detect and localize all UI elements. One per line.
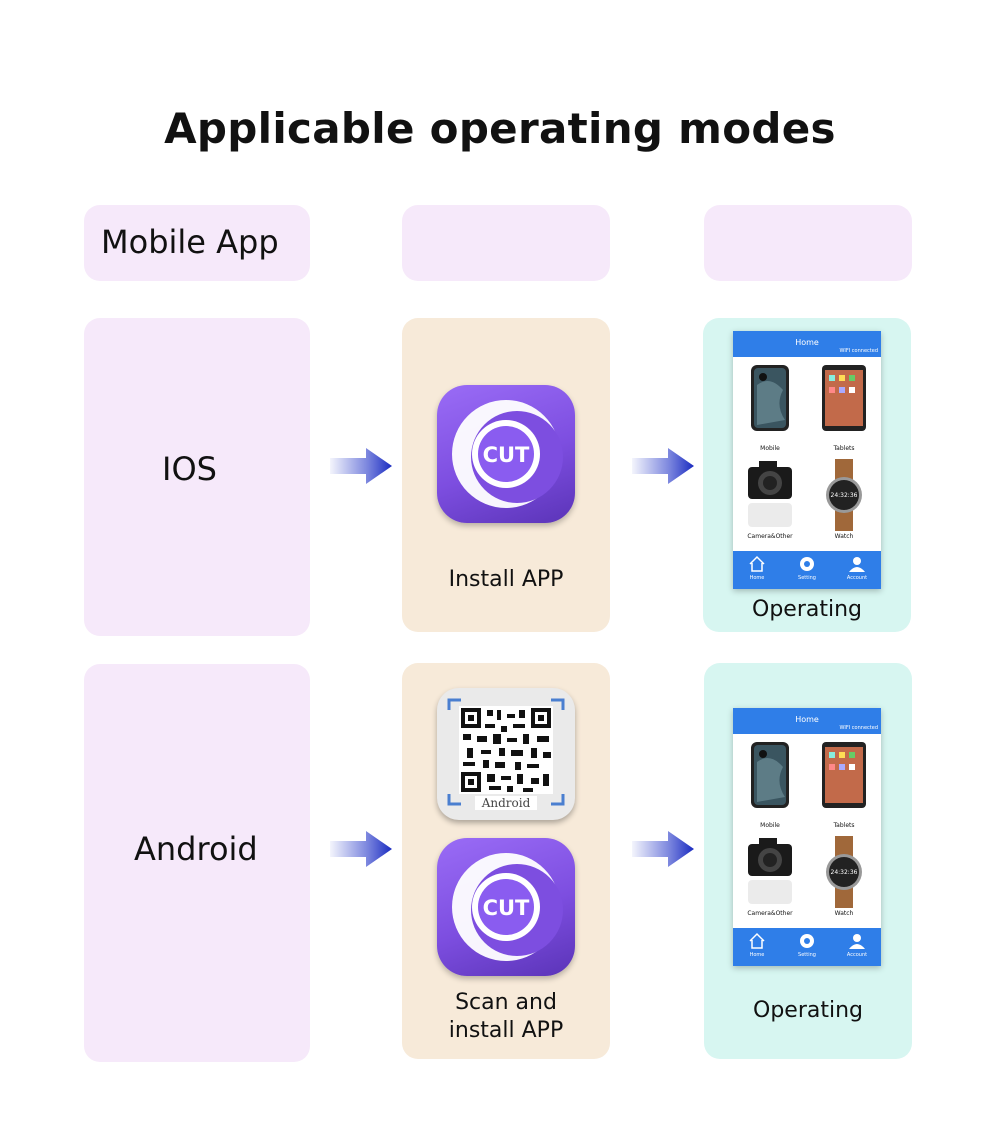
scan-install-label: Scan and install APP [402,989,610,1045]
arrow-right-icon [330,831,392,867]
tile-mobile-label: Mobile [760,445,780,452]
cut-icon-text: CUT [483,896,530,920]
device-grid: Mobile Tablets Camera&Other 24:32:36 Wat… [733,357,881,551]
nav-setting[interactable]: Setting [783,555,831,581]
gear-icon [800,934,814,948]
nav-home[interactable]: Home [733,555,781,581]
tile-mobile[interactable]: Mobile [735,365,805,452]
tile-camera-other[interactable]: Camera&Other [735,836,805,917]
watch-icon: 24:32:36 [826,459,862,531]
mobile-app-label: Mobile App [101,223,279,261]
phone-screen: Home WIFI connected Mobile Tablets Camer… [733,708,881,966]
tile-tablets-label: Tablets [833,822,855,829]
arrow-right-icon [330,448,392,484]
page-title: Applicable operating modes [164,104,836,153]
gear-icon [800,557,814,571]
phone-bottom-nav: Home Setting Account [733,928,881,966]
tile-mobile-label: Mobile [760,822,780,829]
wifi-status: WIFI connected [839,348,878,354]
cut-app-icon[interactable]: CUT [437,385,575,523]
phone-bottom-nav: Home Setting Account [733,551,881,589]
home-icon [749,555,765,572]
camera-icon [748,838,792,904]
user-icon [849,934,865,949]
android-platform-card: Android [84,664,310,1062]
tile-tablets[interactable]: Tablets [809,742,879,829]
tablet-icon [822,742,866,808]
ios-operating-card: Home WIFI connected Mobile Tablets Camer… [703,318,911,632]
tile-watch[interactable]: 24:32:36 Watch [809,836,879,917]
tablet-icon [822,365,866,431]
watch-icon: 24:32:36 [826,836,862,908]
phone-header: Home WIFI connected [733,708,881,734]
nav-account[interactable]: Account [833,932,881,958]
smartphone-icon [751,365,789,431]
android-operating-card: Home WIFI connected Mobile Tablets Camer… [704,663,912,1059]
android-label: Android [134,830,258,868]
arrow-right-icon [632,831,694,867]
tile-tablets[interactable]: Tablets [809,365,879,452]
scan-install-line2: install APP [448,1018,564,1043]
qr-code[interactable]: Android [437,688,575,820]
android-install-card: Android CUT Scan and install APP [402,663,610,1059]
ios-install-card: CUT Install APP [402,318,610,632]
install-app-label: Install APP [448,567,564,592]
arrow-right-icon [632,448,694,484]
header-card-blank-2 [402,205,610,281]
ios-operating-label: Operating [752,597,862,622]
cut-icon-text: CUT [483,443,530,467]
tile-watch-label: Watch [834,533,854,540]
tile-camera-label: Camera&Other [747,533,793,540]
tile-camera-label: Camera&Other [747,910,793,917]
phone-screen: Home WIFI connected Mobile Tablets Camer… [733,331,881,589]
nav-account[interactable]: Account [833,555,881,581]
mobile-app-header-card: Mobile App [84,205,310,281]
smartphone-icon [751,742,789,808]
cut-app-icon[interactable]: CUT [437,838,575,976]
tile-mobile[interactable]: Mobile [735,742,805,829]
home-icon [749,932,765,949]
watch-time: 24:32:36 [831,492,858,499]
tile-camera-other[interactable]: Camera&Other [735,459,805,540]
phone-header-title: Home [795,715,819,724]
nav-setting[interactable]: Setting [783,932,831,958]
ios-label: IOS [162,450,217,488]
user-icon [849,557,865,572]
phone-header-title: Home [795,338,819,347]
android-operating-label: Operating [753,998,863,1023]
tile-tablets-label: Tablets [833,445,855,452]
phone-header: Home WIFI connected [733,331,881,357]
scan-install-line1: Scan and [455,990,557,1015]
camera-icon [748,461,792,527]
tile-watch[interactable]: 24:32:36 Watch [809,459,879,540]
watch-time: 24:32:36 [831,869,858,876]
tile-watch-label: Watch [834,910,854,917]
nav-home[interactable]: Home [733,932,781,958]
ios-platform-card: IOS [84,318,310,636]
qr-caption: Android [481,796,531,810]
header-card-blank-3 [704,205,912,281]
device-grid: Mobile Tablets Camera&Other 24:32:36 Wat… [733,734,881,928]
wifi-status: WIFI connected [839,725,878,731]
